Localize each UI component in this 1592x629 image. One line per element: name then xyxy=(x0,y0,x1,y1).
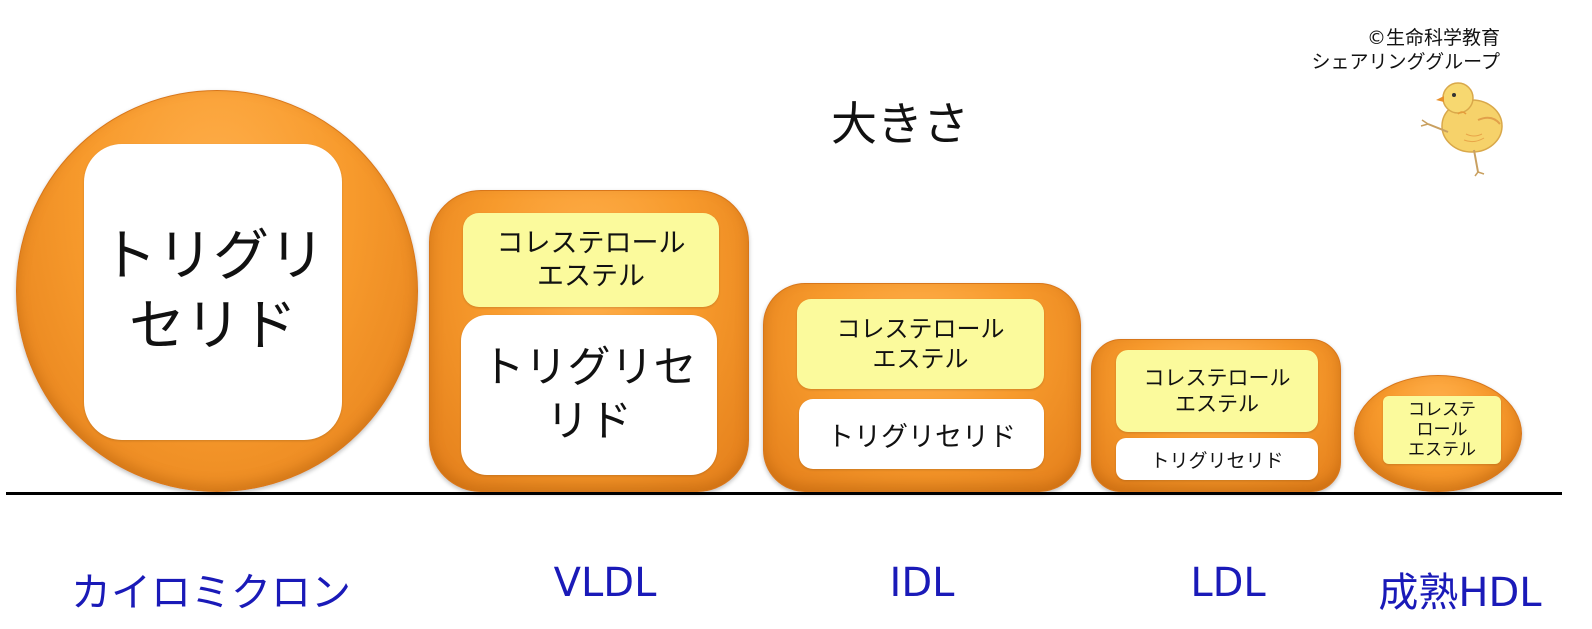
idl-triglyceride: トリグリセリド xyxy=(799,399,1044,469)
credit-text: ©生命科学教育 シェアリンググループ xyxy=(1312,26,1500,74)
chylomicron-tg-line-1: トリグリ xyxy=(101,224,325,289)
ldl-particle: コレステロール エステル トリグリセリド xyxy=(1091,339,1341,492)
vldl-ester-line-2: エステル xyxy=(537,261,645,292)
idl-ester-line-1: コレステロール xyxy=(836,315,1005,343)
credit-line-1: ©生命科学教育 xyxy=(1366,27,1500,49)
ldl-triglyceride: トリグリセリド xyxy=(1116,438,1318,480)
baseline-divider xyxy=(6,492,1562,495)
chick-illustration xyxy=(1420,82,1503,177)
hdl-ester-line-2: ロール xyxy=(1416,420,1468,440)
vldl-tg-line-1: トリグリセ xyxy=(481,343,697,393)
chylomicron-triglyceride-core: トリグリ セリド xyxy=(84,144,342,440)
vldl-cholesterol-ester: コレステロール エステル xyxy=(463,213,719,307)
label-mature-hdl: 成熟HDL xyxy=(1378,570,1542,616)
ldl-ester-line-1: コレステロール xyxy=(1143,366,1291,390)
hdl-ester-line-1: コレステ xyxy=(1408,400,1476,420)
label-idl: IDL xyxy=(889,560,955,606)
chylomicron-particle: トリグリ セリド xyxy=(16,90,418,492)
idl-tg-text: トリグリセリド xyxy=(827,421,1016,453)
label-chylomicron: カイロミクロン xyxy=(71,570,351,616)
ldl-tg-text: トリグリセリド xyxy=(1150,449,1284,472)
idl-cholesterol-ester: コレステロール エステル xyxy=(797,299,1044,389)
label-ldl: LDL xyxy=(1190,560,1266,606)
vldl-particle: コレステロール エステル トリグリセ リド xyxy=(429,190,749,492)
hdl-particle: コレステ ロール エステル xyxy=(1354,375,1522,492)
credit-line-2: シェアリンググループ xyxy=(1311,51,1500,73)
vldl-triglyceride: トリグリセ リド xyxy=(461,315,717,475)
hdl-ester-line-3: エステル xyxy=(1408,440,1476,460)
ldl-cholesterol-ester: コレステロール エステル xyxy=(1116,350,1318,432)
label-vldl: VLDL xyxy=(553,560,657,606)
vldl-tg-line-2: リド xyxy=(546,397,632,447)
chylomicron-tg-line-2: セリド xyxy=(129,294,297,359)
vldl-ester-line-1: コレステロール xyxy=(496,228,686,259)
ldl-ester-line-2: エステル xyxy=(1175,392,1259,416)
idl-particle: コレステロール エステル トリグリセリド xyxy=(763,283,1081,492)
idl-ester-line-2: エステル xyxy=(872,345,969,373)
diagram-title: 大きさ xyxy=(831,97,969,151)
hdl-cholesterol-ester: コレステ ロール エステル xyxy=(1383,396,1501,464)
